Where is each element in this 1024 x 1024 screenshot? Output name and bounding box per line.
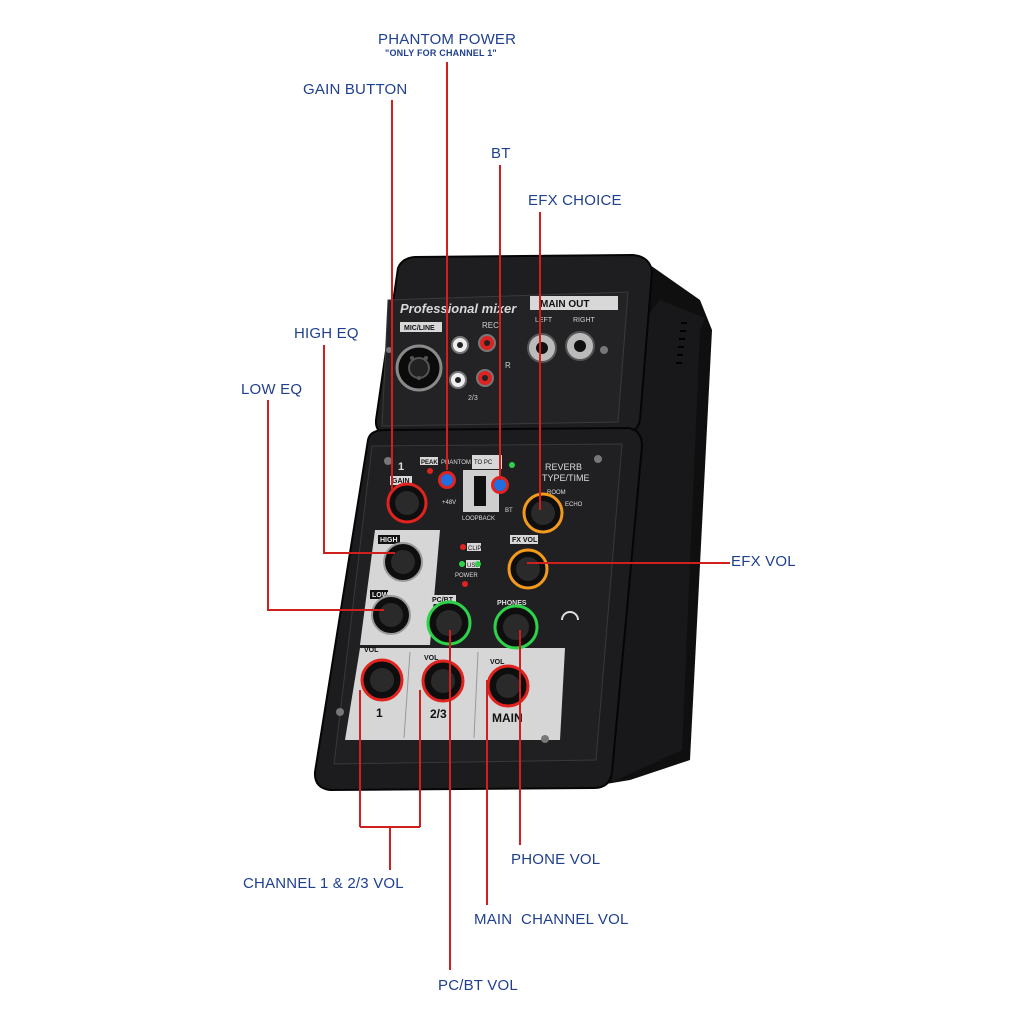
leader-high-eq [323,345,395,554]
r-label: R [505,361,511,370]
vol-ch23-label: VOL [424,655,439,662]
usb-label: USB [467,563,479,569]
high-label: HIGH [380,537,398,544]
phones-label: PHONES [497,600,527,607]
usb-led [459,561,465,567]
to-pc-label: TO PC [474,460,493,466]
peak-led [427,468,433,474]
clip-led [460,544,466,550]
left-label: LEFT [535,317,553,324]
power-led [462,581,468,587]
callout-efx-vol: EFX VOL [731,553,796,570]
vol-ch1-label: VOL [364,647,379,654]
callout-low-eq: LOW EQ [241,381,303,398]
room-label: ROOM [547,490,566,496]
callout-phantom-power: PHANTOM POWER [378,31,517,48]
gain-label: GAIN [392,478,410,485]
loopback-switch[interactable] [474,476,486,506]
low-label: LOW [372,592,389,599]
callout-phone-vol: PHONE VOL [511,851,601,868]
peak-label: PEAK [421,460,438,466]
callout-efx-choice: EFX CHOICE [528,192,622,209]
screw [386,347,392,353]
audio-mixer-device: Professional mixer MAIN OUT LEFT RIGHT M… [313,253,712,792]
ch1-top-label: 1 [398,461,404,473]
reverb-label: REVERB [545,462,582,472]
ch23-bottom-label: 2/3 [430,707,447,721]
bt-button[interactable] [494,479,506,491]
power-label: POWER [455,573,478,579]
phantom-label: PHANTOM [441,460,471,466]
in23-label: 2/3 [468,395,478,402]
mic-line-plate [400,322,442,332]
callout-pcbt-vol: PC/BT VOL [438,977,518,994]
bt-led [509,462,515,468]
type-time-label: TYPE/TIME [542,473,590,483]
fx-vol-label: FX VOL [512,537,538,544]
callout-gain-button: GAIN BUTTON [303,81,408,98]
loopback-label: LOOPBACK [462,516,495,522]
bt-device-label: BT [505,508,513,514]
ch1-bottom-label: 1 [376,706,383,720]
main-out-label: MAIN OUT [540,299,589,310]
main-out-plate [530,296,618,310]
brand-label: Professional mixer [400,301,517,316]
callout-bt: BT [491,145,511,162]
rec-label: REC [482,321,499,330]
phantom-button[interactable] [441,474,453,486]
callout-high-eq: HIGH EQ [294,325,359,342]
main-bottom-label: MAIN [492,711,523,725]
callout-main-channel-vol: MAIN CHANNEL VOL [474,911,629,928]
plus48v-label: +48V [442,500,456,506]
echo-label: ECHO [565,502,583,508]
right-label: RIGHT [573,317,596,324]
screw [600,346,608,354]
mic-line-label: MIC/LINE [404,325,435,332]
callout-phantom-note: "ONLY FOR CHANNEL 1" [385,48,497,58]
vol-main-label: VOL [490,659,505,666]
callout-channel-vol: CHANNEL 1 & 2/3 VOL [243,875,404,892]
clip-label: CLIP [468,546,481,552]
headphone-icon [561,611,579,621]
leader-lines [267,62,730,970]
pcbt-label: PC/BT [432,597,454,604]
leader-low-eq [267,400,384,611]
